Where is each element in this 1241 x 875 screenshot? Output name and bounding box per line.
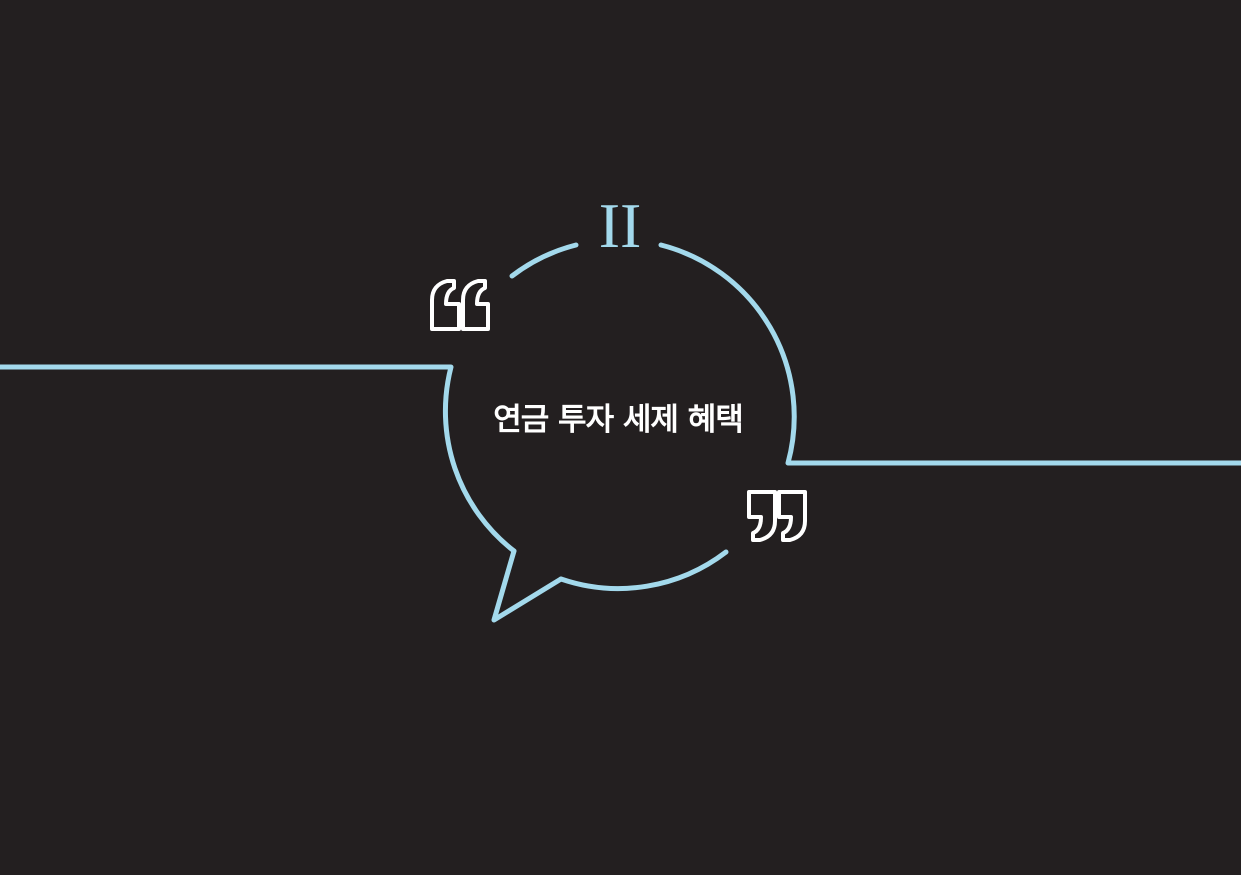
section-title: 연금 투자 세제 혜택 — [493, 402, 744, 438]
open-quote-icon — [430, 279, 490, 331]
speech-bubble-icon — [442, 242, 797, 623]
close-quote-icon — [747, 490, 807, 542]
section-numeral: II — [598, 190, 642, 261]
